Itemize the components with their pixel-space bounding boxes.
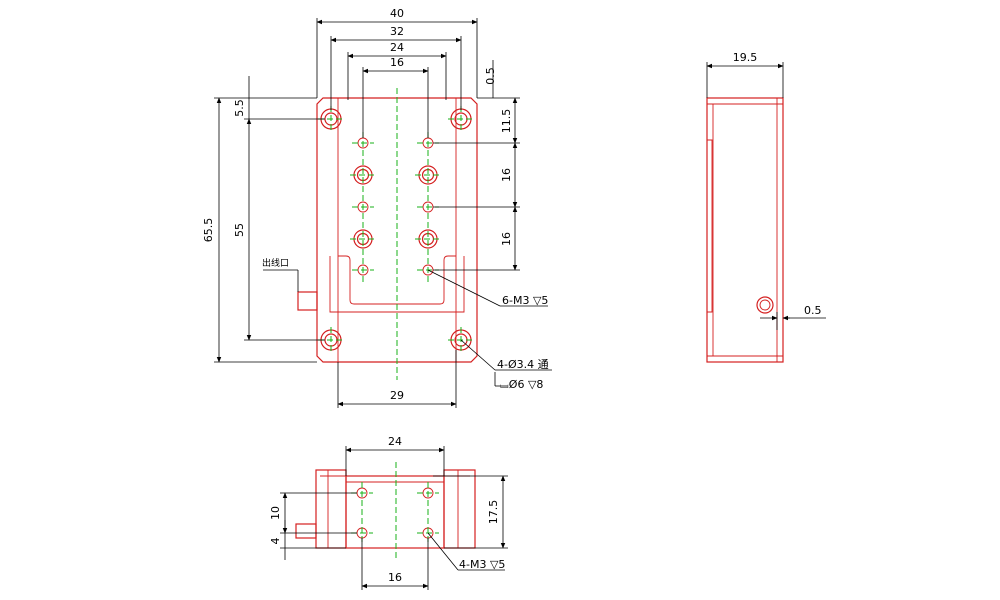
front-body-outline bbox=[316, 97, 478, 363]
callout-mount-hole-line2: ⌴Ø6 ▽8 bbox=[500, 378, 543, 391]
dim-width-24: 24 bbox=[390, 41, 404, 54]
dim-hole-pitch-55: 55 bbox=[233, 223, 246, 237]
front-centerlines bbox=[318, 88, 474, 380]
front-dims-left bbox=[214, 76, 325, 363]
side-dim-19-5: 19.5 bbox=[733, 51, 758, 64]
bottom-carriage bbox=[345, 475, 445, 549]
front-dims-bottom bbox=[337, 350, 457, 408]
side-view: 19.5 0.5 bbox=[706, 51, 826, 363]
side-cable-hole bbox=[756, 296, 774, 314]
dim-right-11-5: 11.5 bbox=[500, 109, 513, 134]
front-dims-right bbox=[433, 97, 520, 271]
bottom-dim-4: 4 bbox=[269, 538, 282, 545]
dim-height-65-5: 65.5 bbox=[202, 218, 215, 243]
side-dims bbox=[706, 62, 826, 330]
callout-threaded-6-m3: 6-M3 ▽5 bbox=[502, 294, 548, 307]
side-body-outline bbox=[706, 97, 784, 363]
bottom-view: 24 10 4 17.5 16 4-M3 ▽5 bbox=[269, 435, 508, 590]
front-dims-top bbox=[316, 18, 520, 138]
callout-threaded-leader bbox=[427, 269, 552, 387]
bottom-dim-24: 24 bbox=[388, 435, 402, 448]
cable-outlet-label: 出线口 bbox=[262, 257, 289, 269]
front-view: 40 32 24 16 0.5 65.5 55 5.5 出线口 bbox=[202, 7, 552, 408]
dim-hole-offset-5-5: 5.5 bbox=[233, 99, 246, 117]
bottom-dim-16: 16 bbox=[388, 571, 402, 584]
dim-width-16: 16 bbox=[390, 56, 404, 69]
bottom-dims bbox=[280, 446, 508, 590]
bottom-left-flange bbox=[315, 469, 347, 549]
dim-width-32: 32 bbox=[390, 25, 404, 38]
dim-right-16-b: 16 bbox=[500, 232, 513, 246]
front-carriage-edge bbox=[329, 256, 465, 313]
dim-right-16-a: 16 bbox=[500, 168, 513, 182]
side-dim-0-5: 0.5 bbox=[804, 304, 822, 317]
callout-mount-hole-line1: 4-Ø3.4 通 bbox=[497, 358, 549, 371]
bottom-dim-17-5: 17.5 bbox=[487, 500, 500, 525]
bottom-centerlines bbox=[351, 462, 439, 560]
bottom-cable-outlet bbox=[295, 523, 317, 539]
cable-outlet bbox=[297, 291, 318, 311]
dim-bottom-29: 29 bbox=[390, 389, 404, 402]
bottom-callout-4-m3: 4-M3 ▽5 bbox=[459, 558, 505, 571]
bottom-threaded-holes bbox=[356, 487, 434, 539]
dim-gap-0-5: 0.5 bbox=[484, 67, 497, 85]
dim-width-40: 40 bbox=[390, 7, 404, 20]
bottom-right-flange bbox=[443, 469, 476, 549]
bottom-dim-10: 10 bbox=[269, 506, 282, 520]
